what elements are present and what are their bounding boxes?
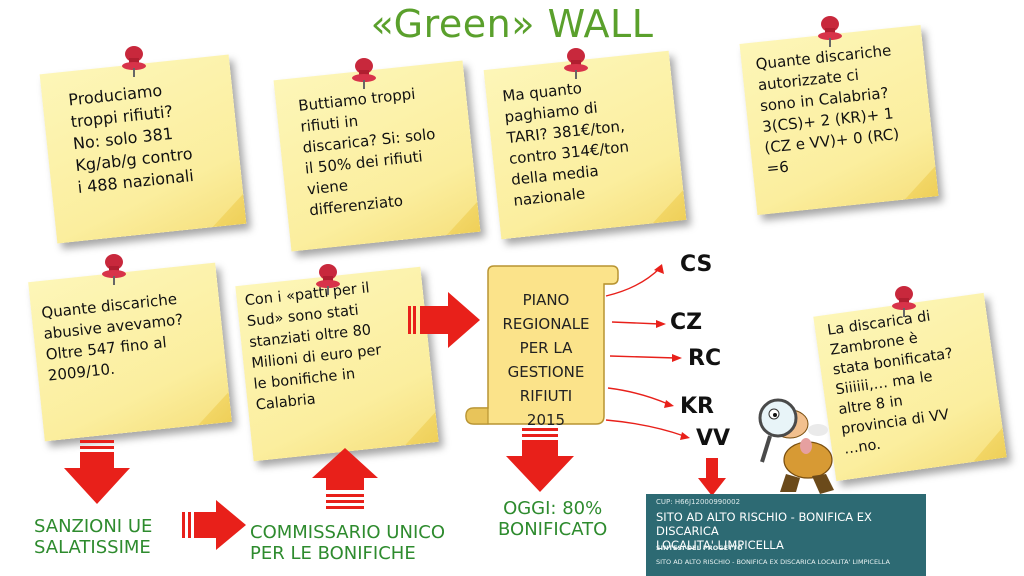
city-label-kr: KR	[680, 394, 714, 419]
city-label-cz: CZ	[670, 310, 703, 335]
pushpin-icon	[818, 16, 842, 47]
pushpin-icon	[892, 286, 916, 317]
arrow-down-icon	[64, 440, 130, 504]
pushpin-icon	[352, 58, 376, 89]
arrow-down-icon	[506, 428, 574, 492]
scroll-document-icon	[465, 265, 619, 425]
page-title: «Green» WALL	[370, 2, 654, 46]
label-sanzioni: SANZIONI UE SALATISSIME	[34, 516, 153, 558]
city-label-cs: CS	[680, 252, 713, 277]
banner-subtitle: SINTESI DEL PROGETTO	[656, 544, 743, 552]
pushpin-icon	[564, 48, 588, 79]
piano-regionale-scroll: PIANO REGIONALE PER LA GESTIONE RIFIUTI …	[488, 266, 604, 429]
arrow-right-icon	[408, 292, 480, 348]
label-commissario: COMMISSARIO UNICO PER LE BONIFICHE	[250, 522, 445, 564]
arrow-up-icon	[312, 448, 378, 509]
arrow-right-icon	[182, 500, 246, 550]
arrow-down-icon	[698, 458, 726, 496]
detective-magnifier-icon	[758, 398, 834, 494]
city-label-vv: VV	[696, 426, 731, 451]
pushpin-icon	[122, 46, 146, 77]
banner-cup-code: CUP: H66J12000990002	[656, 498, 741, 506]
label-oggi: OGGI: 80% BONIFICATO	[498, 498, 608, 540]
pushpin-icon	[102, 254, 126, 285]
scroll-text: PIANO REGIONALE PER LA GESTIONE RIFIUTI …	[502, 291, 590, 429]
project-banner: CUP: H66J12000990002 SITO AD ALTO RISCHI…	[646, 494, 926, 576]
banner-description: SITO AD ALTO RISCHIO - BONIFICA EX DISCA…	[656, 558, 890, 566]
banner-title: SITO AD ALTO RISCHIO - BONIFICA EX DISCA…	[656, 510, 872, 552]
city-connector-arrows	[605, 264, 690, 440]
city-label-rc: RC	[688, 346, 722, 371]
pushpin-icon	[316, 264, 340, 295]
